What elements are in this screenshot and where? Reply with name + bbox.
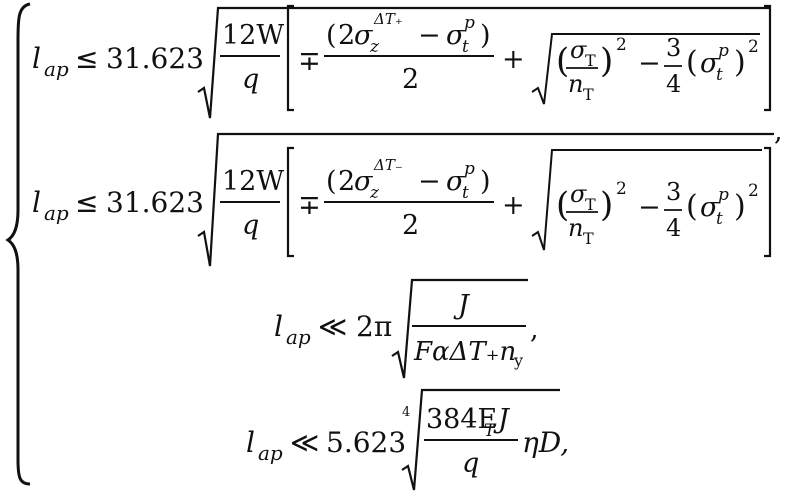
svg-text:384E: 384E [426, 404, 497, 435]
svg-text:+: + [502, 44, 525, 75]
svg-text:(: ( [686, 45, 698, 80]
root-index: 4 [402, 405, 410, 420]
svg-text:J: J [493, 404, 511, 435]
svg-text:z: z [369, 37, 380, 57]
svg-text:ap: ap [258, 441, 283, 465]
svg-text:5.623: 5.623 [326, 426, 406, 459]
svg-text:σ: σ [570, 36, 587, 64]
svg-text:12W: 12W [222, 166, 284, 197]
svg-text:(: ( [556, 185, 569, 225]
svg-text:−: − [418, 20, 441, 51]
svg-text:t: t [716, 209, 723, 229]
svg-text:l: l [246, 426, 255, 459]
inequality-3: l ap ≪ 2π J FαΔT₊n y , [274, 278, 539, 379]
svg-text:q: q [242, 210, 259, 241]
paren-open: ( [326, 20, 337, 51]
svg-text:l: l [274, 310, 283, 343]
svg-text:t: t [716, 65, 723, 85]
svg-text:σ: σ [446, 20, 466, 51]
left-brace [5, 2, 31, 486]
svg-text:y: y [513, 351, 523, 370]
svg-text:2: 2 [616, 35, 627, 55]
svg-text:(: ( [326, 166, 337, 197]
svg-text:T: T [583, 229, 594, 248]
svg-text:2: 2 [338, 20, 355, 51]
mp-sign: ∓ [298, 46, 321, 77]
radical-1 [197, 6, 770, 119]
svg-text:3: 3 [666, 178, 681, 206]
svg-text:≪: ≪ [290, 426, 319, 459]
svg-text:2: 2 [748, 37, 759, 57]
svg-text:2: 2 [402, 210, 419, 241]
svg-text:p: p [464, 159, 475, 179]
svg-text:FαΔT₊n: FαΔT₊n [413, 337, 516, 367]
sup-dt-minus: ΔT₋ [373, 156, 403, 174]
svg-text:σ: σ [354, 20, 374, 51]
inequality-2: l ap ≤ 31.623 12W q ∓ ( 2 σ z ΔT₋ − σ t … [32, 132, 774, 267]
svg-text:p: p [718, 41, 729, 61]
svg-text:T: T [585, 51, 596, 70]
svg-text:−: − [638, 48, 661, 79]
svg-text:q: q [462, 448, 479, 479]
svg-text:n: n [568, 214, 583, 242]
svg-text:σ: σ [354, 166, 374, 197]
svg-text:+: + [502, 190, 525, 221]
comma-1: , [774, 116, 783, 147]
svg-text:σ: σ [700, 48, 720, 79]
svg-text:ap: ap [286, 325, 311, 349]
frac-num-12w: 12W [222, 20, 284, 51]
svg-text:ηD,: ηD, [522, 426, 569, 459]
svg-text:3: 3 [666, 34, 681, 62]
sup-dt-plus: ΔT₊ [373, 10, 403, 28]
svg-text:2π: 2π [356, 310, 392, 343]
svg-text:2: 2 [338, 166, 355, 197]
svg-text:z: z [369, 183, 380, 203]
svg-text:≤: ≤ [75, 186, 98, 219]
svg-text:∓: ∓ [298, 190, 321, 221]
const-31: 31.623 [106, 42, 204, 75]
svg-text:): ) [600, 41, 613, 81]
svg-text:T: T [484, 421, 497, 441]
svg-text:4: 4 [666, 70, 681, 98]
radical-3 [391, 278, 528, 379]
svg-text:2: 2 [748, 181, 759, 201]
svg-text:2: 2 [402, 64, 419, 95]
svg-text:−: − [418, 166, 441, 197]
lhs-l: l [32, 42, 41, 75]
svg-text:(: ( [556, 41, 569, 81]
svg-text:p: p [718, 185, 729, 205]
frac-den-q: q [242, 64, 259, 95]
lhs-sub: ap [44, 57, 69, 81]
svg-text:t: t [462, 37, 469, 57]
svg-text:σ: σ [446, 166, 466, 197]
svg-text:31.623: 31.623 [106, 186, 204, 219]
svg-text:2: 2 [616, 179, 627, 199]
svg-text:T: T [583, 85, 594, 104]
svg-text:): ) [734, 189, 746, 224]
svg-text:t: t [462, 183, 469, 203]
le-symbol: ≤ [75, 42, 98, 75]
svg-text:,: , [530, 314, 539, 345]
svg-text:(: ( [686, 189, 698, 224]
svg-text:4: 4 [666, 214, 681, 242]
inequality-4: l ap ≪ 5.623 4 384E T J q ηD, [246, 388, 569, 491]
svg-text:−: − [638, 192, 661, 223]
svg-text:≪: ≪ [318, 310, 347, 343]
radical-4 [401, 388, 560, 491]
svg-text:J: J [453, 290, 471, 321]
svg-text:l: l [32, 186, 41, 219]
svg-text:): ) [480, 20, 491, 51]
inequality-1: l ap ≤ 31.623 12W q ∓ ( 2 σ z ΔT₊ − σ t … [32, 4, 772, 119]
svg-text:σ: σ [570, 180, 587, 208]
svg-text:σ: σ [700, 192, 720, 223]
svg-text:p: p [464, 13, 475, 33]
svg-text:n: n [568, 70, 583, 98]
radical-2 [197, 132, 774, 267]
svg-text:): ) [734, 45, 746, 80]
svg-text:): ) [480, 166, 491, 197]
svg-text:): ) [600, 185, 613, 225]
svg-text:T: T [585, 195, 596, 214]
svg-text:ap: ap [44, 201, 69, 225]
